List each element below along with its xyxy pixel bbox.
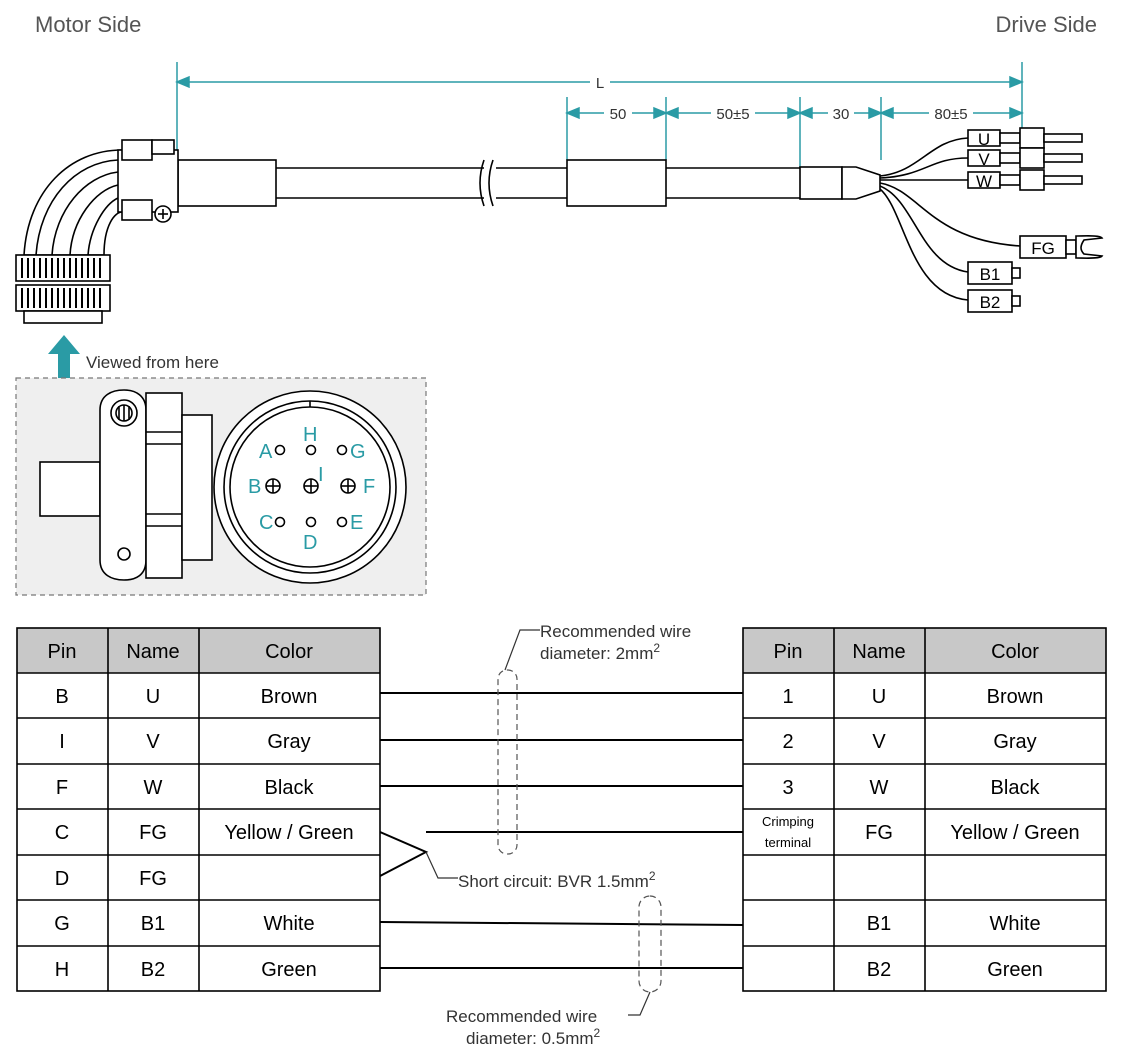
right-cell-name: U bbox=[872, 686, 886, 708]
right-cell-pin: 3 bbox=[782, 777, 793, 799]
left-pin-table: Pin Name Color B U Brown I V Gray F W Bl… bbox=[16, 627, 381, 992]
wire-bottom-note-line1: Recommended wire bbox=[446, 1007, 597, 1026]
connector-knurling bbox=[21, 258, 101, 308]
right-cell-color: Yellow / Green bbox=[950, 822, 1079, 844]
terminal-fg-label: FG bbox=[1031, 239, 1055, 258]
right-cell-color: White bbox=[989, 913, 1040, 935]
right-header-name: Name bbox=[852, 641, 905, 663]
connector-face-drawing bbox=[39, 389, 407, 584]
left-header-pin: Pin bbox=[48, 641, 77, 663]
drive-side-label: Drive Side bbox=[996, 12, 1097, 37]
wire-bundle-marker-bottom bbox=[638, 895, 662, 993]
right-cell-name: FG bbox=[865, 822, 893, 844]
right-cell-crimp-line2: terminal bbox=[765, 835, 811, 850]
wire-top-note-line2: diameter: 2mm2 bbox=[540, 641, 660, 663]
right-cell-name: B1 bbox=[867, 913, 891, 935]
terminal-v-label: V bbox=[978, 150, 990, 169]
pin-label-e: E bbox=[350, 512, 363, 534]
right-cell-color: Black bbox=[991, 777, 1041, 799]
terminal-w-label: W bbox=[976, 172, 992, 191]
right-cell-pin: 1 bbox=[782, 686, 793, 708]
pin-label-b: B bbox=[248, 476, 261, 498]
left-cell-pin: H bbox=[55, 959, 69, 981]
view-note: Viewed from here bbox=[86, 353, 219, 372]
wire-top-note-line1: Recommended wire bbox=[540, 622, 691, 641]
left-cell-color: Black bbox=[265, 777, 315, 799]
right-cell-crimp-line1: Crimping bbox=[762, 814, 814, 829]
pin-label-a: A bbox=[259, 441, 273, 463]
short-circuit-note: Short circuit: BVR 1.5mm2 bbox=[458, 869, 656, 891]
pin-label-f: F bbox=[363, 476, 375, 498]
left-cell-pin: B bbox=[55, 686, 68, 708]
right-cell-pin: 2 bbox=[782, 731, 793, 753]
cable-drawing bbox=[177, 127, 1104, 313]
right-cell-color: Brown bbox=[987, 686, 1044, 708]
motor-side-label: Motor Side bbox=[35, 12, 141, 37]
left-cell-pin: I bbox=[59, 731, 65, 753]
left-cell-name: FG bbox=[139, 822, 167, 844]
left-cell-name: U bbox=[146, 686, 160, 708]
right-cell-color: Green bbox=[987, 959, 1043, 981]
dim-50pm5-label: 50±5 bbox=[716, 106, 749, 123]
annotation-leaders bbox=[425, 629, 651, 1016]
left-cell-name: W bbox=[144, 777, 163, 799]
left-header-color: Color bbox=[265, 641, 313, 663]
dim-50-label: 50 bbox=[610, 106, 627, 123]
pin-label-h: H bbox=[303, 424, 317, 446]
dim-30-label: 30 bbox=[833, 106, 850, 123]
pin-label-g: G bbox=[350, 441, 366, 463]
right-cell-name: V bbox=[872, 731, 886, 753]
right-header-color: Color bbox=[991, 641, 1039, 663]
right-cell-name: B2 bbox=[867, 959, 891, 981]
left-cell-pin: F bbox=[56, 777, 68, 799]
left-cell-name: B2 bbox=[141, 959, 165, 981]
pin-label-i: I bbox=[318, 464, 324, 486]
left-cell-name: V bbox=[146, 731, 160, 753]
right-cell-name: W bbox=[870, 777, 889, 799]
terminal-b2-label: B2 bbox=[980, 293, 1001, 312]
left-cell-pin: D bbox=[55, 868, 69, 890]
left-header-name: Name bbox=[126, 641, 179, 663]
right-pin-table: Pin Name Color 1 U Brown 2 V Gray 3 W Bl… bbox=[742, 627, 1107, 992]
dim-80pm5-label: 80±5 bbox=[934, 106, 967, 123]
left-cell-color: Brown bbox=[261, 686, 318, 708]
left-cell-color: Green bbox=[261, 959, 317, 981]
left-cell-name: FG bbox=[139, 868, 167, 890]
pin-label-d: D bbox=[303, 532, 317, 554]
wire-bundle-marker-top bbox=[497, 669, 518, 855]
wire-bottom-note-line2: diameter: 0.5mm2 bbox=[466, 1026, 601, 1048]
terminal-u-label: U bbox=[978, 130, 990, 149]
left-cell-pin: C bbox=[55, 822, 69, 844]
pin-label-c: C bbox=[259, 512, 273, 534]
dim-total-label: L bbox=[596, 75, 604, 92]
view-arrow-icon bbox=[48, 335, 80, 378]
terminal-b1-label: B1 bbox=[980, 265, 1001, 284]
left-cell-color: Yellow / Green bbox=[224, 822, 353, 844]
left-cell-name: B1 bbox=[141, 913, 165, 935]
left-cell-pin: G bbox=[54, 913, 70, 935]
right-header-pin: Pin bbox=[774, 641, 803, 663]
left-cell-color: White bbox=[263, 913, 314, 935]
left-cell-color: Gray bbox=[267, 731, 310, 753]
right-cell-color: Gray bbox=[993, 731, 1036, 753]
wiring-lines bbox=[379, 692, 744, 969]
